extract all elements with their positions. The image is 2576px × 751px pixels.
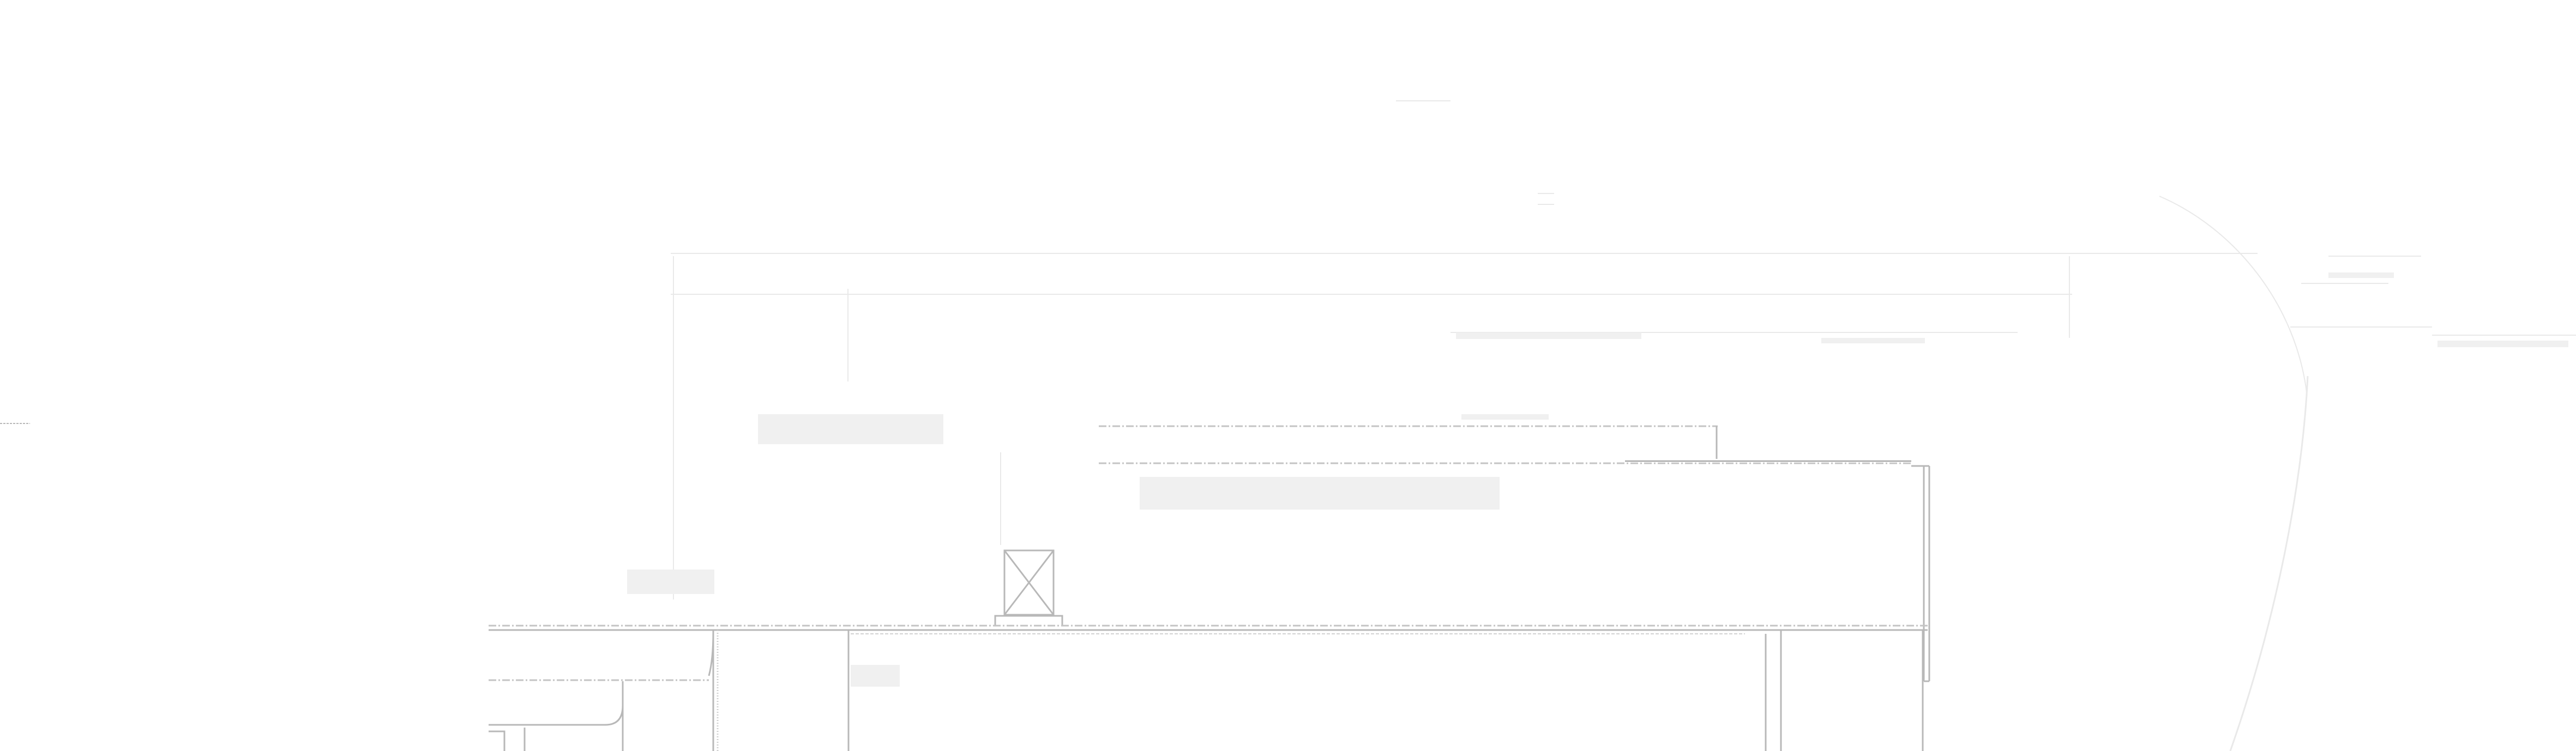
ghost-block-3	[1396, 477, 1500, 510]
main-structure-layer	[489, 425, 1930, 751]
ghost-block-1	[758, 414, 943, 444]
ghost-block-2	[1140, 477, 1434, 510]
faint-background-layer	[0, 100, 2576, 751]
left-room-curve	[489, 681, 624, 726]
ghost-annotation-5	[2437, 341, 2568, 347]
crossed-box	[1003, 549, 1055, 616]
ghost-block-4	[627, 570, 714, 594]
crossed-box-diag-2	[1003, 550, 1055, 615]
upper-right-arc	[2159, 196, 2307, 393]
left-corner-stub	[489, 730, 505, 751]
ghost-annotation-layer	[1456, 272, 2568, 420]
large-curved-arc	[2229, 376, 2309, 751]
ghost-annotation-2	[1456, 332, 1641, 339]
ghost-annotation-4	[2328, 272, 2394, 278]
ghost-annotation-3	[1821, 338, 1925, 343]
ghost-annotation-1	[1461, 414, 1549, 420]
crossed-box-base	[994, 615, 1063, 626]
ghost-block-5	[851, 665, 900, 687]
